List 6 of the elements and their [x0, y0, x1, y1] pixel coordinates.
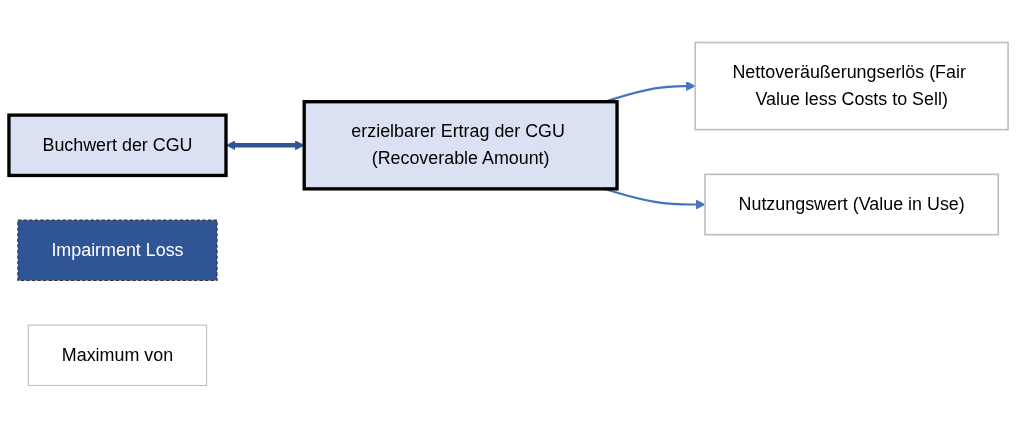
node-box: Buchwert der CGU: [7, 113, 228, 178]
node-box: Impairment Loss: [17, 219, 218, 282]
node-box: erzielbarer Ertrag der CGU (Recoverable Amount): [302, 100, 619, 191]
node-box: Maximum von: [27, 324, 208, 387]
node-box: Nettoveräußerungserlös (Fair Value less Costs to Sell): [694, 41, 1009, 131]
node-box: Nutzungswert (Value in Use): [704, 173, 1000, 236]
